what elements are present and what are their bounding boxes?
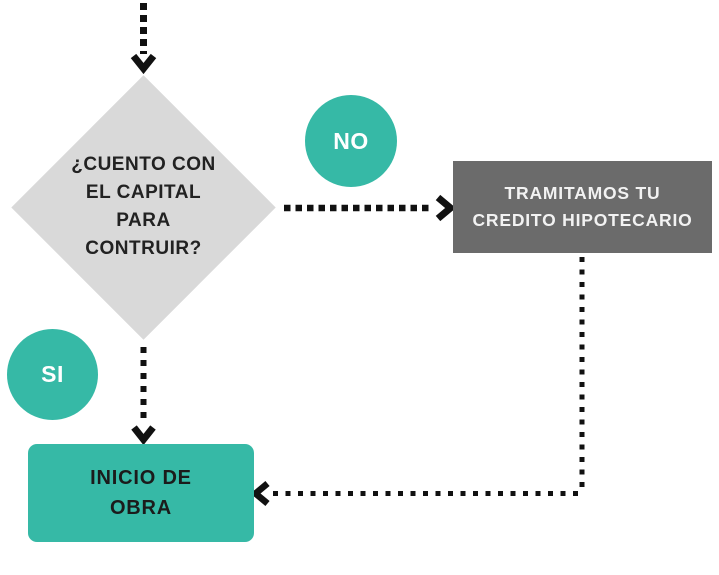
process-box-inicio-de-obra: INICIO DE OBRA	[28, 444, 254, 542]
si-branch-badge-label: SI	[41, 361, 64, 387]
arrowhead-down-into-diamond	[130, 53, 157, 75]
decision-diamond-label: ¿CUENTO CON EL CAPITAL PARA CONTRUIR?	[71, 154, 216, 259]
no-branch-badge-label: NO	[333, 127, 369, 154]
si-branch-badge: SI	[7, 329, 98, 420]
arrowhead-down-into-teal-box	[131, 425, 156, 446]
process-box-credito-hipotecario: TRAMITAMOS TU CREDITO HIPOTECARIO	[453, 161, 712, 253]
process-box-inicio-de-obra-label: INICIO DE OBRA	[90, 467, 192, 519]
arrowhead-left-into-teal-box	[250, 481, 270, 506]
arrowhead-right-into-dark-box	[435, 194, 456, 222]
no-branch-badge: NO	[305, 95, 397, 187]
process-box-credito-hipotecario-label: TRAMITAMOS TU CREDITO HIPOTECARIO	[472, 183, 693, 230]
